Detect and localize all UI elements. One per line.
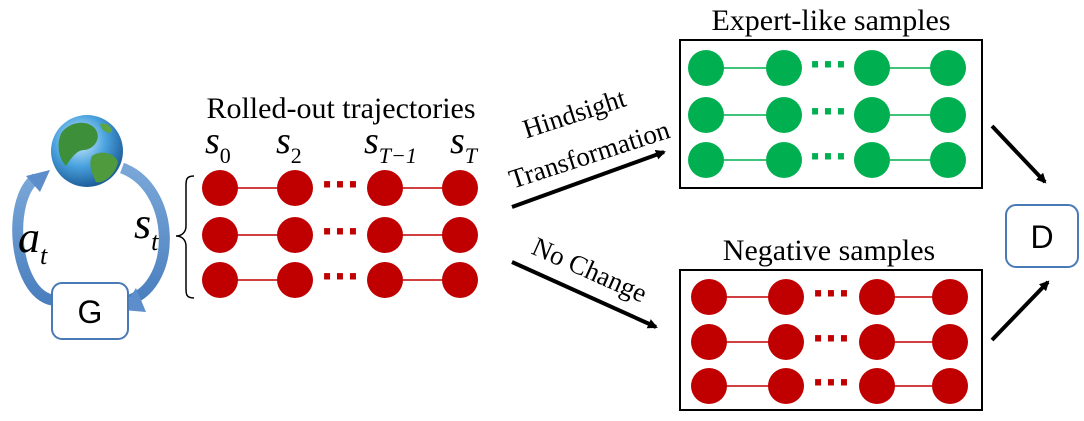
rollout-state-node: [442, 262, 478, 298]
expert-state-node: [766, 142, 802, 178]
rollout-state-node: [277, 170, 313, 206]
negative-box-title: Negative samples: [723, 234, 935, 267]
expert-row: ···: [688, 92, 966, 133]
negative-to-discriminator-arrow: [990, 280, 1050, 342]
discriminator-label: D: [1030, 219, 1053, 255]
expert-row: ···: [688, 45, 966, 86]
rollout-state-node: [277, 262, 313, 298]
negative-state-node: [691, 368, 727, 404]
negative-state-node: [859, 368, 895, 404]
expert-state-node: [688, 142, 724, 178]
negative-ellipsis: ···: [812, 363, 851, 403]
negative-state-node: [932, 324, 968, 360]
rollout-row: ···: [202, 165, 478, 206]
expert-state-node: [766, 97, 802, 133]
negative-state-node: [859, 279, 895, 315]
negative-ellipsis: ···: [812, 319, 851, 359]
negative-row: ···: [691, 274, 968, 315]
rollout-state-node: [442, 170, 478, 206]
negative-state-node: [691, 324, 727, 360]
rollout-state-node: [202, 217, 238, 253]
negative-row: ···: [691, 319, 968, 360]
expert-state-node: [854, 97, 890, 133]
negative-state-node: [932, 368, 968, 404]
negative-state-node: [932, 279, 968, 315]
expert-state-node: [930, 97, 966, 133]
negative-state-node: [768, 324, 804, 360]
negative-ellipsis: ···: [812, 274, 851, 314]
no-change-arrow: No Change: [511, 231, 658, 329]
rollout-ellipsis: ···: [321, 212, 360, 252]
expert-state-node: [766, 50, 802, 86]
state-label-sT-1: sT−1: [364, 120, 417, 168]
generator-box: G: [51, 282, 129, 340]
rollout-state-node: [277, 217, 313, 253]
expert-state-node: [930, 50, 966, 86]
expert-to-discriminator-arrow: [990, 124, 1047, 184]
generator-label: G: [78, 294, 103, 330]
expert-trajectories: ··· ··· ···: [688, 45, 966, 178]
negative-row: ···: [691, 363, 968, 404]
negative-state-node: [859, 324, 895, 360]
expert-state-node: [930, 142, 966, 178]
globe-icon: [51, 115, 123, 187]
loop-arrow-head-up: [26, 170, 50, 192]
discriminator-box: D: [1005, 204, 1079, 268]
expert-state-node: [854, 142, 890, 178]
rollout-state-node: [202, 170, 238, 206]
expert-ellipsis: ···: [809, 92, 848, 132]
negative-state-node: [768, 279, 804, 315]
rollout-row: ···: [202, 212, 478, 253]
negative-state-node: [768, 368, 804, 404]
action-label: at: [18, 213, 48, 270]
rollouts-trajectories: ··· ··· ···: [202, 165, 478, 298]
rollout-state-node: [367, 262, 403, 298]
rollouts-title: Rolled-out trajectories: [206, 92, 475, 125]
rollout-state-node: [367, 217, 403, 253]
expert-box-title: Expert-like samples: [711, 4, 950, 37]
hindsight-arrow: Hindsight Transformation: [505, 83, 674, 209]
state-label-sT: sT: [450, 120, 479, 168]
expert-state-node: [854, 50, 890, 86]
expert-state-node: [688, 97, 724, 133]
negative-state-node: [691, 279, 727, 315]
expert-state-node: [688, 50, 724, 86]
rollout-state-node: [442, 217, 478, 253]
state-label-s0: s0: [205, 120, 231, 168]
rollout-state-node: [367, 170, 403, 206]
rollout-ellipsis: ···: [321, 165, 360, 205]
expert-row: ···: [688, 137, 966, 178]
expert-ellipsis: ···: [809, 45, 848, 85]
expert-ellipsis: ···: [809, 137, 848, 177]
rollouts-brace: [175, 175, 195, 299]
rollout-row: ···: [202, 257, 478, 298]
state-label: st: [134, 199, 159, 256]
state-label-s2: s2: [276, 120, 302, 168]
rollout-ellipsis: ···: [321, 257, 360, 297]
negative-trajectories: ··· ··· ···: [691, 274, 968, 404]
rollout-state-node: [202, 262, 238, 298]
